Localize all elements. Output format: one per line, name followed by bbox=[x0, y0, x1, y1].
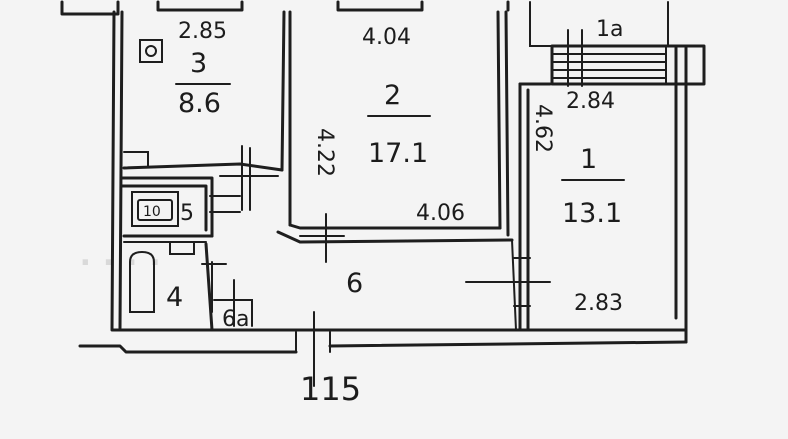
room-1a-number: 1a bbox=[596, 17, 623, 42]
room-1-dim-top: 2.84 bbox=[566, 89, 615, 114]
room-2-number: 2 bbox=[384, 80, 401, 111]
room-2-dim-top: 4.04 bbox=[362, 25, 411, 50]
room-2-dim-bottom: 4.06 bbox=[416, 201, 465, 226]
top-wall-fragments bbox=[60, 0, 669, 47]
room-2-walls bbox=[276, 10, 514, 244]
room-1-number: 1 bbox=[580, 144, 597, 175]
room-3-number: 3 bbox=[190, 48, 207, 79]
room-3-dim-top: 2.85 bbox=[178, 19, 227, 44]
room-1-dim-bottom: 2.83 bbox=[574, 291, 623, 316]
room-6-number: 6 bbox=[346, 268, 363, 299]
stove-label: 10 bbox=[143, 204, 161, 220]
door-markers bbox=[201, 145, 551, 387]
room-4-number: 4 bbox=[166, 282, 183, 313]
vent-icon bbox=[139, 39, 163, 63]
room-3-area: 8.6 bbox=[178, 88, 221, 119]
room-3-walls bbox=[122, 10, 292, 227]
room-1-walls bbox=[511, 82, 552, 332]
room-1a-block bbox=[550, 29, 706, 87]
room-2-dim-side: 4.22 bbox=[312, 128, 337, 177]
room-5-number: 5 bbox=[180, 201, 194, 226]
outer-walls bbox=[78, 10, 688, 354]
room-1-dim-side: 4.62 bbox=[530, 104, 555, 153]
bathroom-block bbox=[120, 176, 253, 332]
room-6a-number: 6a bbox=[222, 307, 249, 332]
apartment-number: 115 bbox=[300, 370, 361, 408]
room-2-area: 17.1 bbox=[368, 138, 428, 169]
room-1-area: 13.1 bbox=[562, 198, 622, 229]
